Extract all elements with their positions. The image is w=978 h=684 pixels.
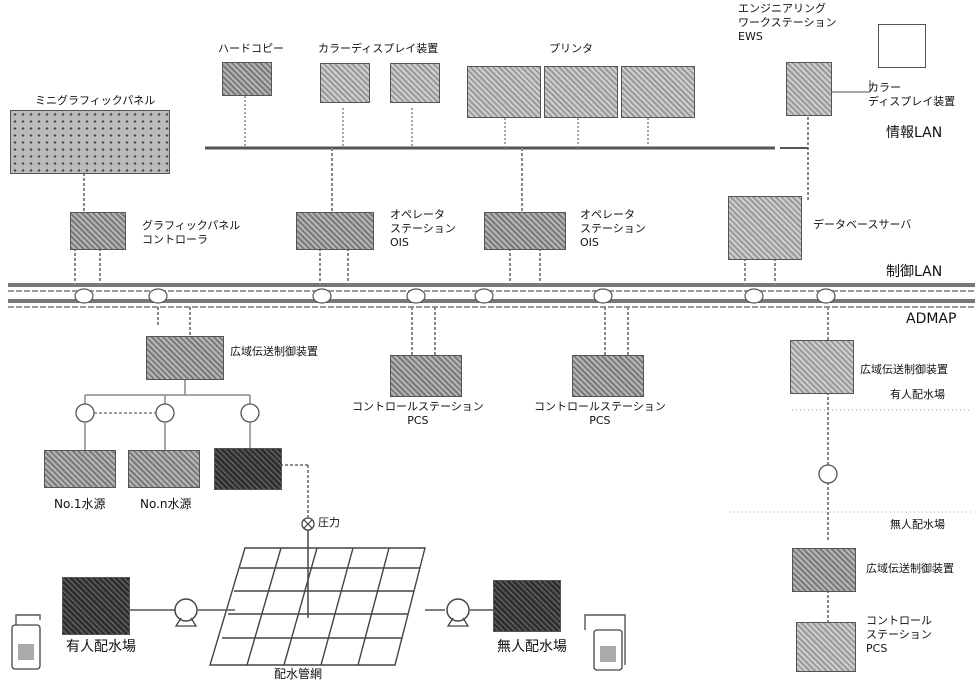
label-source-1: No.1水源 (54, 497, 106, 511)
label-control-station-3: コントロール ステーション PCS (866, 614, 932, 655)
label-database-server: データベースサーバ (813, 218, 912, 231)
label-color-display-device: カラーディスプレイ装置 (318, 42, 439, 55)
printer-3 (621, 66, 695, 118)
mini-graphic-panel (10, 110, 170, 174)
label-manned-station-right: 有人配水場 (890, 388, 945, 401)
wide-area-control-left (146, 336, 224, 380)
label-operator-station-1: オペレータ ステーション OIS (390, 208, 456, 249)
label-printer: プリンタ (549, 42, 593, 55)
unmanned-station-building (493, 580, 561, 632)
label-wide-area-control-left: 広域伝送制御装置 (230, 345, 318, 358)
label-mini-graphic-panel: ミニグラフィックパネル (35, 94, 156, 107)
ews-workstation (786, 62, 832, 116)
label-admap: ADMAP (906, 311, 957, 327)
printer-2 (544, 66, 618, 118)
label-graphic-panel-controller: グラフィックパネル コントローラ (142, 219, 241, 246)
label-source-n: No.n水源 (140, 497, 192, 511)
color-display-1 (320, 63, 370, 103)
label-operator-station-2: オペレータ ステーション OIS (580, 208, 646, 249)
database-server (728, 196, 802, 260)
wide-area-control-bottom (792, 548, 856, 592)
color-display-2 (390, 63, 440, 103)
source-n-box (128, 450, 200, 488)
control-station-3-box (796, 622, 856, 672)
label-hard-copy: ハードコピー (218, 42, 284, 55)
operator-station-1 (296, 212, 374, 250)
label-control-station-1: コントロールステーション PCS (352, 400, 484, 427)
label-unmanned-station-bottom: 無人配水場 (497, 639, 567, 655)
label-manned-station-bottom: 有人配水場 (66, 639, 136, 655)
label-pressure: 圧力 (318, 516, 340, 529)
source-1-box (44, 450, 116, 488)
label-wide-area-control-right: 広域伝送制御装置 (860, 363, 948, 376)
control-station-2 (572, 355, 644, 397)
label-unmanned-station-right: 無人配水場 (890, 518, 945, 531)
label-info-lan: 情報LAN (886, 125, 943, 141)
label-ews-color-display: カラー ディスプレイ装置 (868, 81, 956, 108)
label-wide-area-control-bottom: 広域伝送制御装置 (866, 562, 954, 575)
label-ews: エンジニアリング ワークステーション EWS (738, 2, 837, 43)
ews-color-display (878, 24, 926, 68)
source-extra-box (214, 448, 282, 490)
control-station-1 (390, 355, 462, 397)
wide-area-control-right (790, 340, 854, 394)
label-distribution-network: 配水管網 (274, 667, 323, 681)
label-control-lan: 制御LAN (886, 264, 943, 280)
label-control-station-2: コントロールステーション PCS (534, 400, 666, 427)
manned-station-building (62, 577, 130, 635)
hard-copy-device (222, 62, 272, 96)
operator-station-2 (484, 212, 566, 250)
graphic-panel-controller (70, 212, 126, 250)
printer-1 (467, 66, 541, 118)
